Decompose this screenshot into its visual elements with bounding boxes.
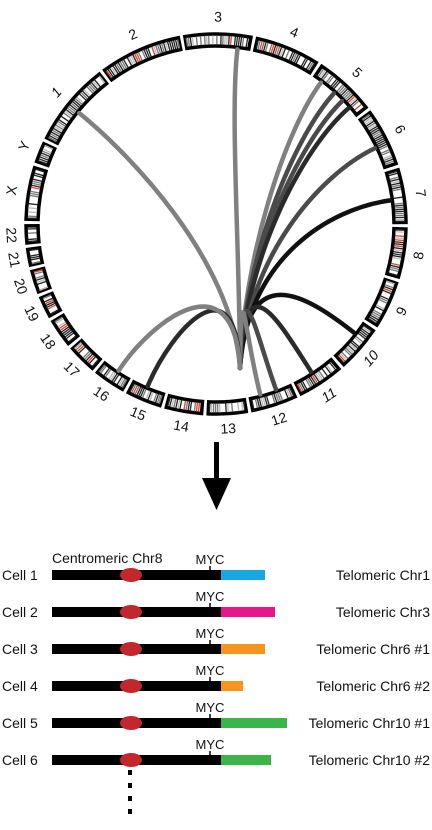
- down-arrow-icon: [202, 442, 231, 510]
- chromosome-ring: [24, 32, 408, 416]
- chromosome-segment-20: [29, 266, 53, 295]
- cell-name: Cell 1: [2, 567, 38, 583]
- cell-row: Cell 2 MYC Telomeric Chr3: [2, 589, 430, 620]
- chromosome-label: 20: [11, 276, 31, 296]
- chromosome-label: 15: [128, 403, 149, 424]
- cell-row: Cell 5 MYC Telomeric Chr10 #1: [2, 700, 430, 731]
- cell-name: Cell 2: [2, 604, 38, 620]
- chromosome-label: 1: [47, 84, 64, 100]
- myc-label: MYC: [196, 663, 225, 678]
- partner-segment: [221, 681, 243, 691]
- partner-label: Telomeric Chr10 #1: [309, 715, 431, 731]
- partner-label: Telomeric Chr6 #2: [316, 678, 430, 694]
- myc-label: MYC: [196, 626, 225, 641]
- cell-row: Cell 3 MYC Telomeric Chr6 #1: [2, 626, 430, 657]
- partner-segment: [221, 570, 265, 580]
- myc-label: MYC: [196, 589, 225, 604]
- ellipsis-dots: [128, 770, 132, 814]
- chromosome-label: 21: [5, 251, 24, 269]
- myc-label: MYC: [196, 737, 225, 752]
- translocation-link: [116, 304, 243, 373]
- chromosome-label: 6: [391, 122, 409, 136]
- myc-label: MYC: [196, 552, 225, 567]
- chromosome-label: 11: [318, 384, 339, 405]
- chromosome-segment-2: [102, 35, 183, 83]
- cell-name: Cell 3: [2, 641, 38, 657]
- chromosome-label: X: [3, 184, 20, 196]
- chromosome-label: 16: [90, 383, 112, 405]
- cell-name: Cell 6: [2, 752, 38, 768]
- centromere-icon: [120, 568, 142, 582]
- chromosome-label: 13: [220, 420, 237, 437]
- chromosome-label: 10: [360, 347, 382, 369]
- fusion-header: Centromeric Chr8: [52, 550, 163, 566]
- cell-row: Cell 4 MYC Telomeric Chr6 #2: [2, 663, 430, 694]
- chromosome-label: 8: [410, 250, 427, 260]
- partner-segment: [221, 607, 275, 617]
- chromosome-label: 3: [214, 9, 222, 25]
- centromere-icon: [120, 753, 142, 767]
- chromosome-segment-4: [252, 36, 319, 76]
- fusion-diagram: Centromeric Chr8 Cell 1 MYC Telomeric Chr1…: [2, 550, 430, 814]
- centromere-icon: [120, 605, 142, 619]
- chromosome-label: 5: [349, 64, 366, 81]
- chromosome-label: Y: [15, 138, 34, 153]
- partner-segment: [221, 718, 287, 728]
- chromosome-label: 12: [269, 409, 289, 429]
- chromosome-segment-21: [25, 245, 45, 268]
- chromosome-label: 2: [126, 25, 140, 43]
- centromere-icon: [120, 642, 142, 656]
- chromosome-label: 22: [3, 227, 20, 244]
- translocation-link: [77, 110, 243, 371]
- partner-segment: [221, 755, 271, 765]
- partner-label: Telomeric Chr1: [336, 567, 430, 583]
- chromosome-label: 14: [172, 417, 190, 435]
- translocation-link: [237, 310, 263, 397]
- partner-label: Telomeric Chr10 #2: [309, 752, 431, 768]
- partner-segment: [221, 644, 265, 654]
- chromosome-label: 4: [288, 23, 301, 41]
- chromosome-label: 9: [392, 304, 410, 318]
- centromere-icon: [120, 716, 142, 730]
- cell-row: Cell 1 MYC Telomeric Chr1: [2, 552, 430, 583]
- centromere-icon: [120, 679, 142, 693]
- cell-name: Cell 4: [2, 678, 38, 694]
- chromosome-label: 17: [61, 358, 83, 380]
- chromosome-label: 19: [21, 303, 42, 324]
- partner-label: Telomeric Chr3: [336, 604, 430, 620]
- translocation-links: [77, 47, 393, 397]
- cell-row: Cell 6 MYC Telomeric Chr10 #2: [2, 737, 430, 768]
- myc-label: MYC: [196, 700, 225, 715]
- chromosome-segment-11: [293, 357, 342, 397]
- cell-name: Cell 5: [2, 715, 38, 731]
- chromosome-segment-19: [38, 291, 63, 319]
- chromosome-label: 7: [413, 188, 430, 198]
- chromosome-segment-10: [333, 321, 376, 368]
- chromosome-label: 18: [37, 330, 59, 352]
- partner-label: Telomeric Chr6 #1: [316, 641, 430, 657]
